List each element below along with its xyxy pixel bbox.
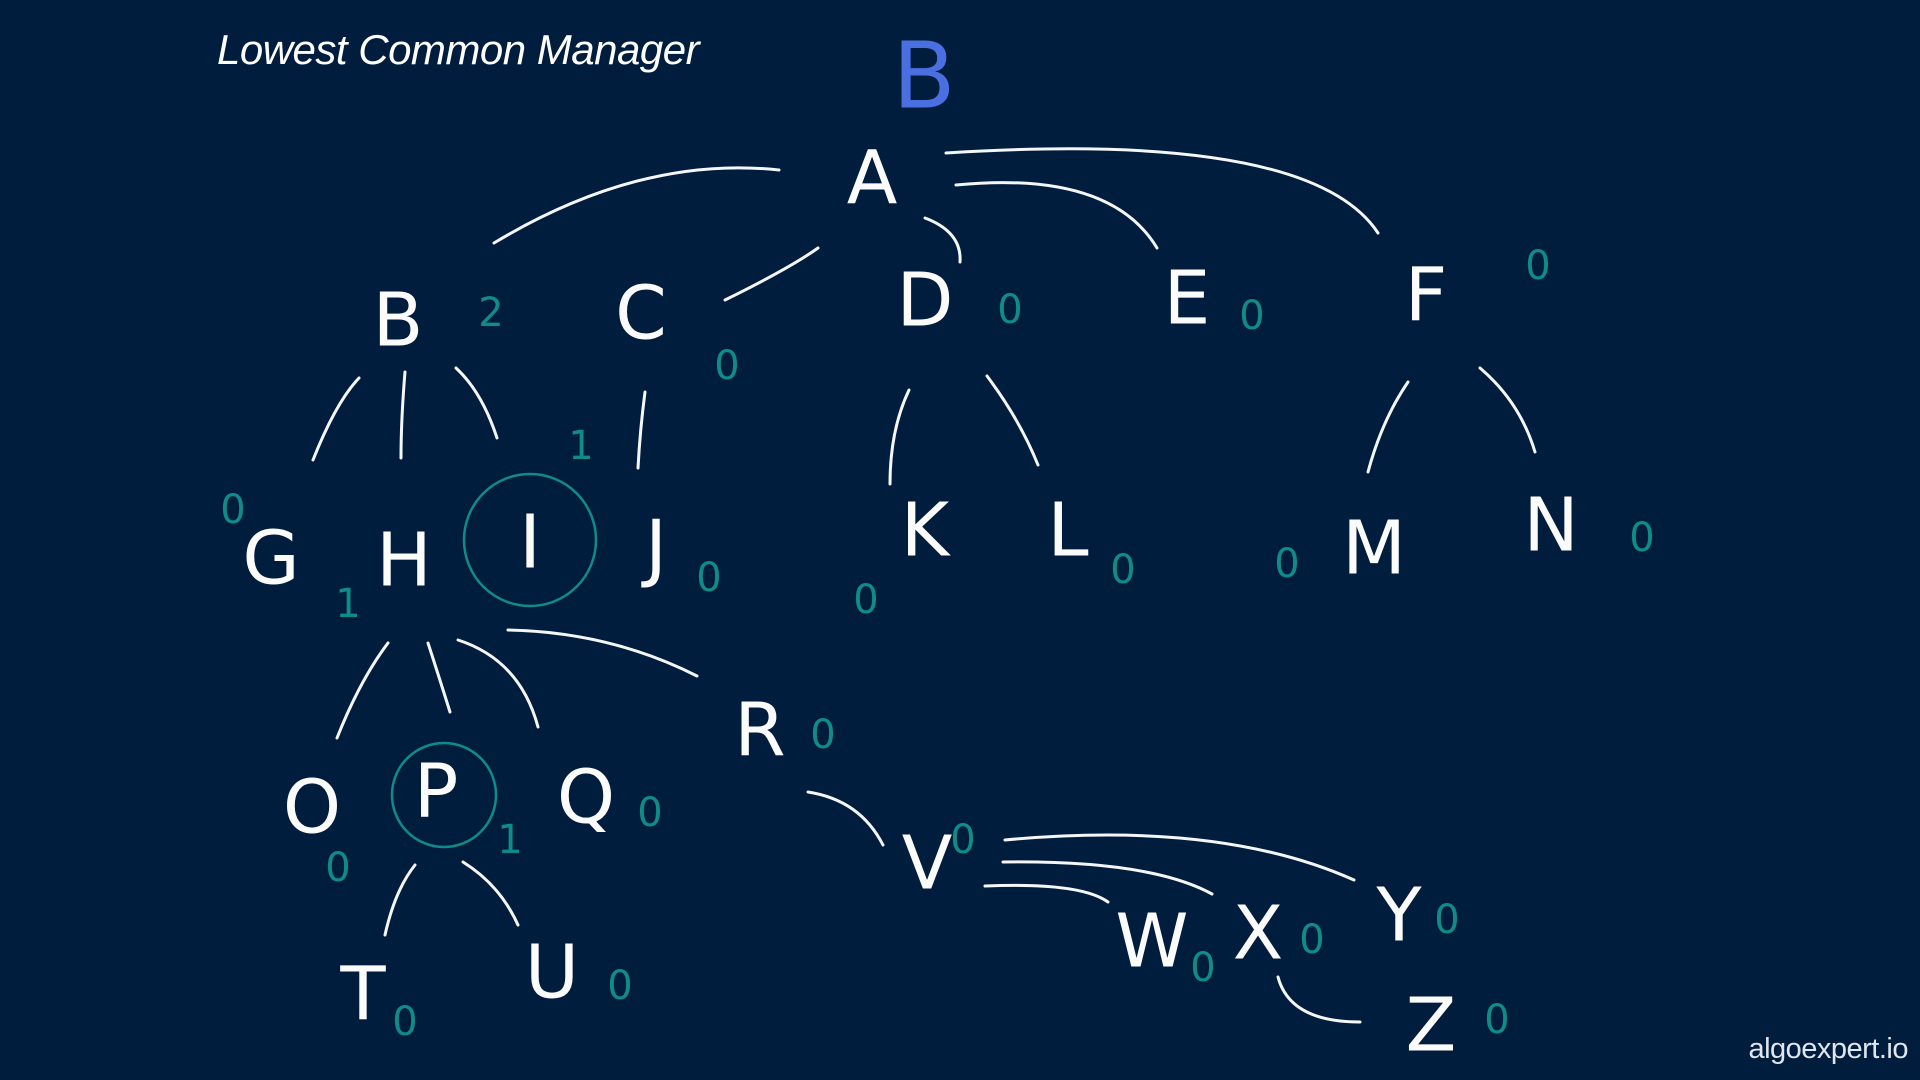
edge-a-d — [923, 216, 962, 264]
count-p: 1 — [497, 817, 522, 863]
count-t: 0 — [392, 999, 417, 1045]
node-h: H — [376, 518, 432, 604]
count-u: 0 — [607, 963, 632, 1009]
count-e: 0 — [1239, 293, 1264, 339]
highlight-circle-i — [462, 472, 598, 608]
node-f: F — [1405, 253, 1448, 339]
node-v: V — [902, 821, 953, 907]
count-q: 0 — [637, 790, 662, 836]
node-b: B — [373, 278, 424, 364]
count-g: 0 — [220, 487, 245, 533]
node-x: X — [1233, 891, 1284, 977]
node-t: T — [339, 952, 386, 1038]
count-k: 0 — [853, 577, 878, 623]
node-i: I — [519, 500, 541, 586]
page-title: Lowest Common Manager — [217, 26, 700, 73]
edge-b-i — [454, 366, 499, 440]
node-p: P — [414, 749, 459, 835]
edge-a-e — [954, 181, 1159, 250]
edge-p-t — [383, 863, 417, 937]
node-w: W — [1115, 899, 1188, 985]
answer-annotation: B — [892, 22, 955, 129]
count-y: 0 — [1434, 897, 1459, 943]
node-l: L — [1047, 488, 1088, 574]
edge-a-f — [944, 147, 1380, 235]
node-c: C — [615, 271, 667, 357]
node-e: E — [1164, 256, 1211, 342]
edge-b-h — [399, 370, 407, 460]
highlight-circle-p — [390, 741, 498, 849]
count-l: 0 — [1110, 547, 1135, 593]
node-m: M — [1342, 506, 1406, 592]
count-x: 0 — [1299, 917, 1324, 963]
edge-d-l — [985, 374, 1040, 467]
brand-watermark: algoexpert.io — [1748, 1033, 1908, 1065]
edge-a-c — [723, 246, 820, 302]
edge-x-z — [1276, 975, 1362, 1024]
node-y: Y — [1375, 873, 1422, 959]
edge-v-x — [1001, 860, 1214, 896]
node-z: Z — [1406, 983, 1457, 1069]
node-g: G — [242, 516, 299, 602]
node-r: R — [734, 688, 785, 774]
count-b: 2 — [478, 290, 503, 336]
count-i: 1 — [568, 423, 593, 469]
count-z: 0 — [1484, 997, 1509, 1043]
edge-a-b — [492, 166, 781, 245]
edge-r-v — [806, 790, 885, 847]
count-o: 0 — [325, 845, 350, 891]
edge-b-g — [311, 376, 361, 462]
count-w: 0 — [1190, 945, 1215, 991]
edge-v-y — [1003, 833, 1356, 882]
node-n: N — [1523, 483, 1578, 569]
node-k: K — [901, 488, 952, 574]
edge-h-q — [456, 638, 540, 729]
edge-v-w — [983, 883, 1110, 904]
count-v: 0 — [950, 817, 975, 863]
node-d: D — [897, 258, 954, 344]
edge-h-r — [506, 628, 699, 678]
count-m: 0 — [1274, 541, 1299, 587]
count-d: 0 — [997, 287, 1022, 333]
count-r: 0 — [810, 712, 835, 758]
count-h: 1 — [335, 581, 360, 627]
count-c: 0 — [714, 343, 739, 389]
count-f: 0 — [1525, 243, 1550, 289]
count-j: 0 — [696, 555, 721, 601]
node-o: O — [283, 765, 341, 851]
edge-f-m — [1366, 380, 1410, 474]
node-q: Q — [557, 755, 615, 841]
edge-p-u — [461, 860, 520, 927]
count-n: 0 — [1629, 515, 1654, 561]
node-u: U — [525, 930, 579, 1016]
edge-f-n — [1478, 366, 1537, 454]
edge-h-p — [426, 641, 452, 714]
edge-h-o — [335, 641, 390, 740]
edge-d-k — [888, 388, 911, 486]
node-j: J — [641, 505, 667, 591]
node-a: A — [847, 136, 898, 222]
edge-c-j — [636, 390, 647, 470]
